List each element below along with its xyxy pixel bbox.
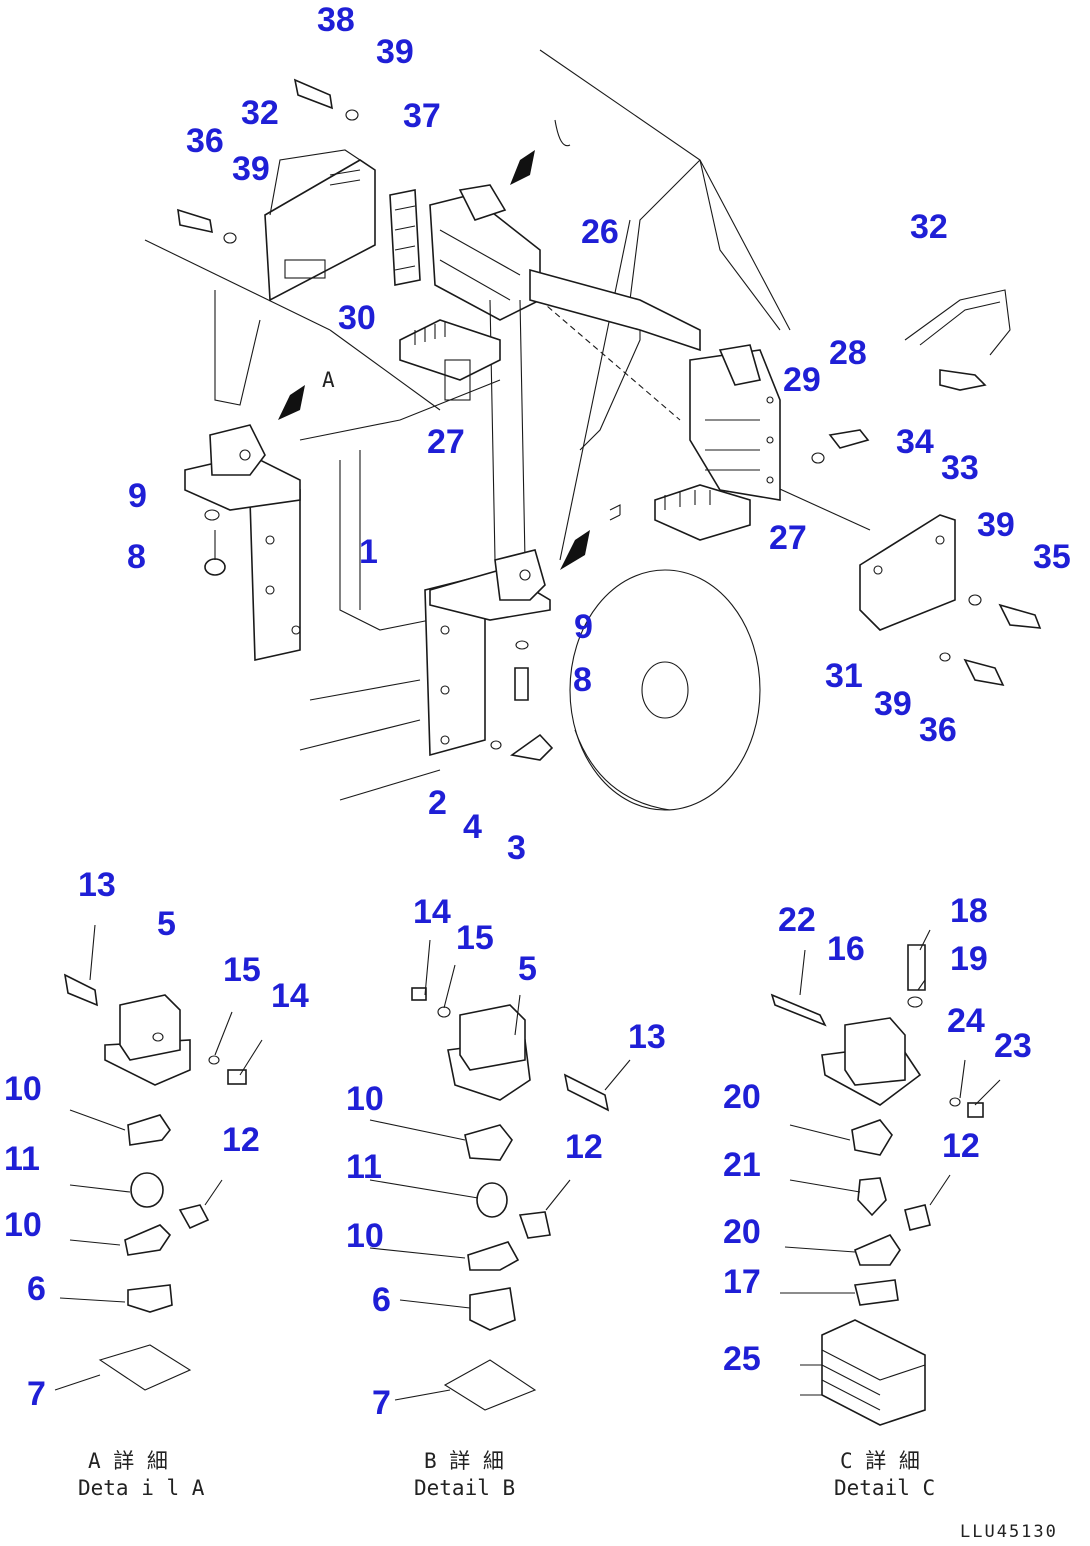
detail-c-caption-jp: C 詳 細	[840, 1449, 920, 1473]
callout-26: 26	[581, 213, 619, 251]
callout-39: 39	[376, 33, 414, 71]
callout-5: 5	[518, 950, 537, 988]
callout-12: 12	[222, 1121, 260, 1159]
callout-35: 35	[1033, 538, 1071, 576]
detail-c-caption-en: Detail C	[834, 1476, 935, 1500]
callout-10: 10	[4, 1070, 42, 1108]
callout-15: 15	[456, 919, 494, 957]
callout-34: 34	[896, 423, 934, 461]
callout-16: 16	[827, 930, 865, 968]
callout-10: 10	[346, 1080, 384, 1118]
callout-27: 27	[427, 423, 465, 461]
callout-24: 24	[947, 1002, 985, 1040]
detail-b-drawing	[369, 939, 631, 1411]
callout-38: 38	[317, 1, 355, 39]
callout-36: 36	[919, 711, 957, 749]
callout-9: 9	[128, 477, 147, 515]
callout-10: 10	[346, 1217, 384, 1255]
detail-a-drawing	[54, 924, 263, 1391]
callout-14: 14	[413, 893, 451, 931]
callout-labels: 38 39 32 37 36 39 26 32 30 28 29 34 33 2…	[4, 1, 1071, 1422]
detail-b-caption-en: Detail B	[414, 1476, 515, 1500]
callout-7: 7	[372, 1384, 391, 1422]
callout-8: 8	[573, 661, 592, 699]
detail-a-caption-jp: A 詳 細	[88, 1449, 168, 1473]
callout-4: 4	[463, 808, 482, 846]
callout-3: 3	[507, 829, 526, 867]
callout-14: 14	[271, 977, 309, 1015]
callout-27: 27	[769, 519, 807, 557]
callout-39: 39	[232, 150, 270, 188]
view-marker-a: A	[322, 368, 335, 392]
callout-33: 33	[941, 449, 979, 487]
callout-37: 37	[403, 97, 441, 135]
drawing-code: LLU45130	[960, 1522, 1058, 1542]
callout-6: 6	[27, 1270, 46, 1308]
callout-39: 39	[874, 685, 912, 723]
callout-25: 25	[723, 1340, 761, 1378]
callout-8: 8	[127, 538, 146, 576]
callout-9: 9	[574, 608, 593, 646]
callout-6: 6	[372, 1281, 391, 1319]
callout-39: 39	[977, 506, 1015, 544]
callout-18: 18	[950, 892, 988, 930]
callout-28: 28	[829, 334, 867, 372]
callout-12: 12	[942, 1127, 980, 1165]
callout-5: 5	[157, 905, 176, 943]
callout-20: 20	[723, 1213, 761, 1251]
callout-11: 11	[4, 1140, 40, 1178]
callout-12: 12	[565, 1128, 603, 1166]
callout-17: 17	[723, 1263, 761, 1301]
callout-20: 20	[723, 1078, 761, 1116]
callout-11: 11	[346, 1148, 382, 1186]
detail-c-drawing	[770, 929, 1001, 1426]
callout-22: 22	[778, 901, 816, 939]
callout-13: 13	[78, 866, 116, 904]
callout-30: 30	[338, 299, 376, 337]
main-assembly-drawing	[144, 49, 1042, 811]
callout-21: 21	[723, 1146, 761, 1184]
callout-32: 32	[910, 208, 948, 246]
callout-36: 36	[186, 122, 224, 160]
callout-32: 32	[241, 94, 279, 132]
callout-31: 31	[825, 657, 863, 695]
callout-7: 7	[27, 1375, 46, 1413]
detail-captions: A 詳 細 Deta i l A B 詳 細 Detail B C 詳 細 De…	[78, 1449, 935, 1500]
callout-19: 19	[950, 940, 988, 978]
detail-b-caption-jp: B 詳 細	[424, 1449, 504, 1473]
callout-13: 13	[628, 1018, 666, 1056]
callout-29: 29	[783, 361, 821, 399]
callout-23: 23	[994, 1027, 1032, 1065]
callout-10: 10	[4, 1206, 42, 1244]
detail-a-caption-en: Deta i l A	[78, 1476, 205, 1500]
callout-2: 2	[428, 784, 447, 822]
callout-1: 1	[359, 533, 378, 571]
callout-15: 15	[223, 951, 261, 989]
